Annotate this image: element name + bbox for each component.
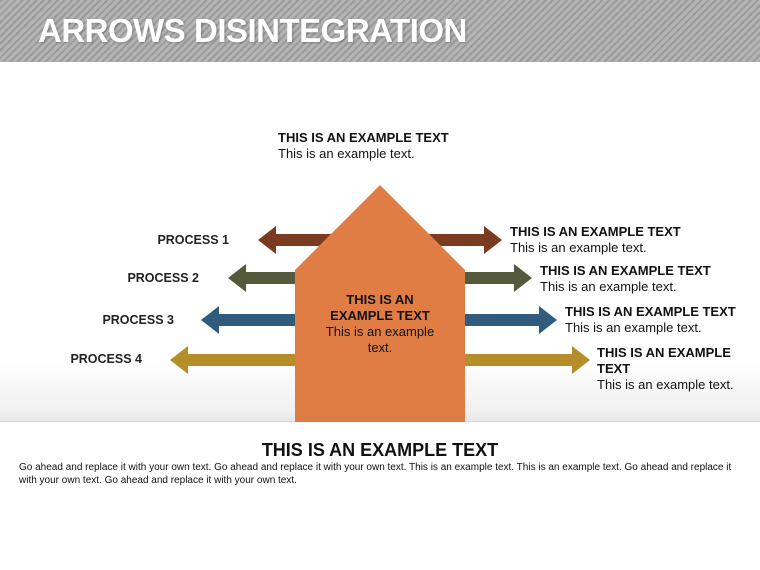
center-text: THIS IS AN EXAMPLE TEXT This is an examp…	[300, 292, 460, 356]
arrow-right-3	[460, 306, 557, 334]
right-2-heading: THIS IS AN EXAMPLE TEXT	[540, 263, 711, 278]
process-2-label: PROCESS 2	[127, 271, 199, 285]
right-1-heading: THIS IS AN EXAMPLE TEXT	[510, 224, 681, 239]
header-banner: ARROWS DISINTEGRATION	[0, 0, 760, 62]
arrow-right-4	[460, 346, 590, 374]
arrow-left-2	[228, 264, 300, 292]
right-2-body: This is an example text.	[540, 279, 677, 294]
arrow-right-2	[460, 264, 532, 292]
right-3-body: This is an example text.	[565, 320, 702, 335]
arrow-left-4	[170, 346, 300, 374]
center-heading: THIS IS AN EXAMPLE TEXT	[330, 292, 430, 323]
process-4-label: PROCESS 4	[70, 352, 142, 366]
top-heading: THIS IS AN EXAMPLE TEXT	[278, 130, 449, 145]
arrow-right-1	[420, 226, 502, 254]
right-4-heading: THIS IS AN EXAMPLE TEXT	[597, 345, 731, 376]
process-3-label: PROCESS 3	[102, 313, 174, 327]
right-3-heading: THIS IS AN EXAMPLE TEXT	[565, 304, 736, 319]
right-4-body: This is an example text.	[597, 377, 734, 392]
right-1-body: This is an example text.	[510, 240, 647, 255]
center-body: This is an example text.	[325, 324, 435, 355]
center-house-arrow	[295, 185, 465, 422]
page-title: ARROWS DISINTEGRATION	[38, 12, 467, 49]
bottom-body: Go ahead and replace it with your own te…	[19, 462, 732, 486]
bottom-title: THIS IS AN EXAMPLE TEXT	[261, 440, 499, 460]
process-1-label: PROCESS 1	[157, 233, 229, 247]
arrow-left-1	[258, 226, 340, 254]
arrow-left-3	[201, 306, 300, 334]
top-body: This is an example text.	[278, 146, 415, 161]
